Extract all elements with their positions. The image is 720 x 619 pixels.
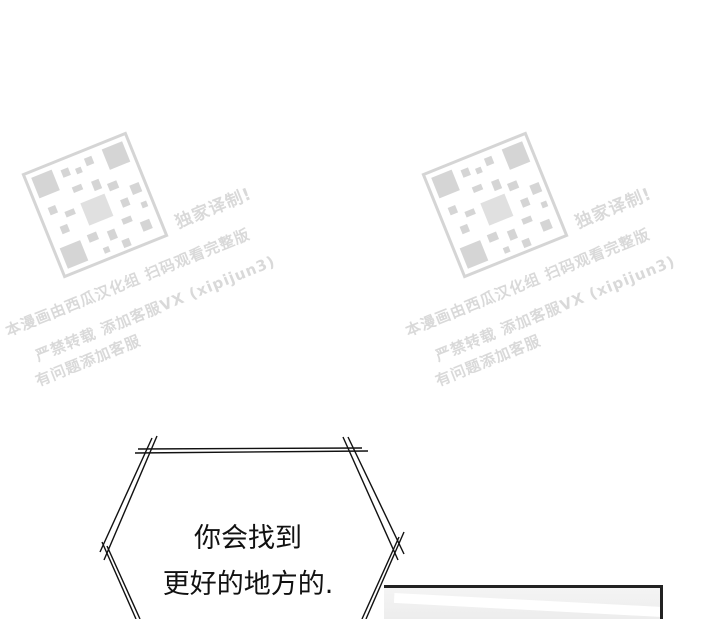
dialogue-line-2: 更好的地方的. [162,569,334,600]
dialogue-line-1: 你会找到 [194,523,302,554]
panel-highlight [393,592,660,618]
speech-bubble-text: 你会找到 更好的地方的. [128,516,368,608]
next-comic-panel [384,585,663,619]
